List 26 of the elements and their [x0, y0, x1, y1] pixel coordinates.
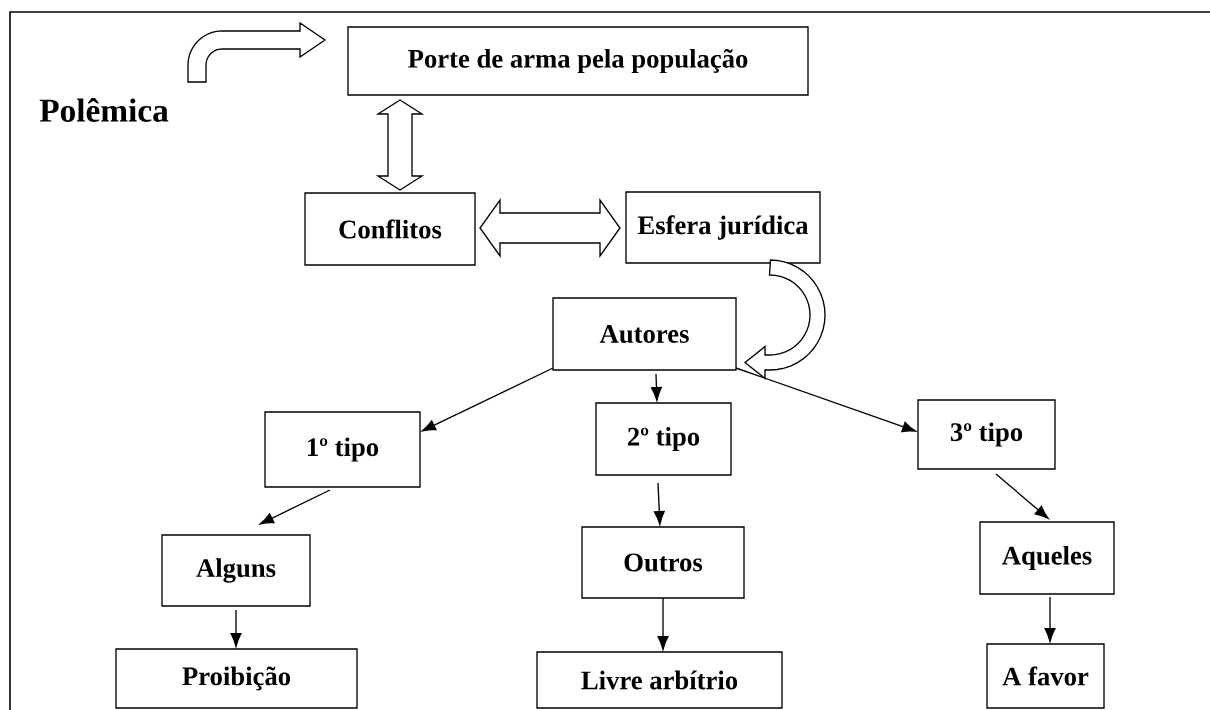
- arrow: [653, 482, 665, 525]
- box: Autores: [552, 297, 737, 371]
- arrow: [230, 609, 242, 647]
- box: Livre arbítrio: [536, 651, 783, 709]
- arrow: [735, 367, 917, 433]
- heading-text: Polêmica: [39, 98, 169, 122]
- box: 1º tipo: [264, 411, 421, 488]
- box: Outros: [581, 526, 745, 599]
- box: Porte de arma pela população: [347, 26, 809, 96]
- block-arrow: [187, 21, 327, 83]
- box: 3º tipo: [917, 399, 1056, 470]
- box: Aqueles: [979, 521, 1115, 595]
- arrow: [650, 373, 662, 401]
- box: Alguns: [161, 534, 311, 607]
- box: 2º tipo: [595, 402, 732, 476]
- box: Conflitos: [304, 192, 476, 266]
- arrow: [1044, 596, 1056, 642]
- box: A favor: [986, 643, 1105, 709]
- block-arrow: [479, 197, 621, 259]
- arrow: [421, 367, 554, 432]
- box: Proibição: [115, 648, 358, 709]
- arrow: [657, 597, 669, 650]
- arrow: [995, 473, 1049, 519]
- arrow: [259, 489, 331, 525]
- block-arrow: [375, 99, 425, 191]
- box: Esfera jurídica: [625, 191, 821, 264]
